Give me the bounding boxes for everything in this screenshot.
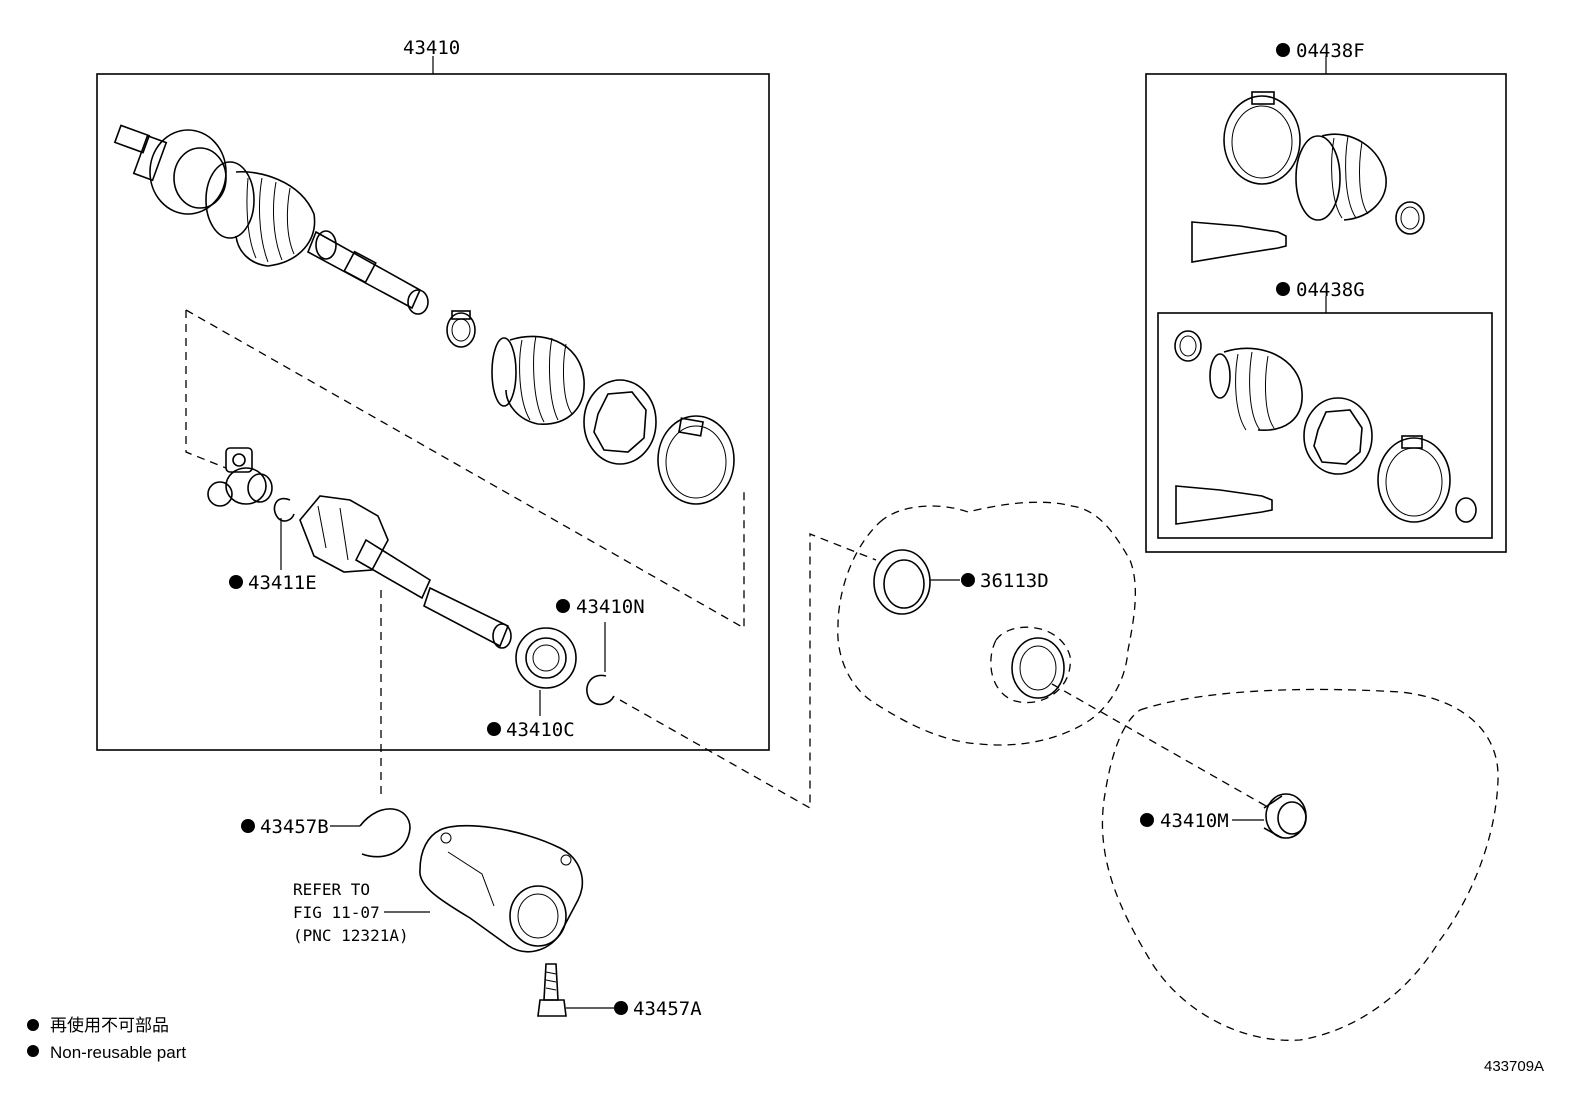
inner-boot <box>491 335 585 425</box>
bolt-43457A <box>537 963 567 1017</box>
label-43410N[interactable]: 43410N <box>576 596 645 618</box>
label-43457B[interactable]: 43457B <box>260 816 329 838</box>
inner-cv-joint-shaft <box>299 495 512 649</box>
oil-seal-36113D <box>873 549 931 615</box>
refer-line3: (PNC 12321A) <box>293 926 409 945</box>
label-04438F[interactable]: 04438F <box>1296 40 1365 62</box>
boot-clamp-large <box>657 415 735 505</box>
refer-line2: FIG 11-07 <box>293 903 380 922</box>
legend-dot-jp <box>27 1019 39 1031</box>
label-43410M[interactable]: 43410M <box>1160 810 1229 832</box>
legend: 再使用不可部品 Non-reusable part <box>27 1015 186 1062</box>
kit-outer-parts <box>1191 91 1425 263</box>
hex-ring <box>583 379 657 465</box>
legend-dot-en <box>27 1045 39 1057</box>
refer-line1: REFER TO <box>293 880 370 899</box>
kit-inner-parts <box>1174 330 1477 525</box>
assembly-box <box>96 73 770 751</box>
bearing-bracket <box>419 824 584 953</box>
transmission-case <box>1101 688 1499 1041</box>
label-43410C[interactable]: 43410C <box>506 719 575 741</box>
bearing-43410M <box>1263 793 1307 839</box>
kit-box-04438G <box>1157 312 1493 539</box>
tripod-joint <box>207 447 273 507</box>
legend-jp: 再使用不可部品 <box>50 1015 169 1035</box>
label-43410[interactable]: 43410 <box>403 37 460 59</box>
label-36113D[interactable]: 36113D <box>980 570 1049 592</box>
bearing-43410C <box>515 627 577 689</box>
figure-id: 433709A <box>1484 1058 1544 1075</box>
label-43411E[interactable]: 43411E <box>248 572 317 594</box>
transaxle-housing <box>837 501 1136 746</box>
outer-cv-joint-shaft <box>113 124 429 315</box>
legend-en: Non-reusable part <box>50 1043 186 1062</box>
snap-ring-43457B <box>359 808 411 858</box>
snap-ring-43411E <box>273 497 295 522</box>
snap-ring-43410N <box>586 674 615 706</box>
boot-clamp-small <box>446 310 476 348</box>
label-43457A[interactable]: 43457A <box>633 998 702 1020</box>
label-04438G[interactable]: 04438G <box>1296 279 1365 301</box>
